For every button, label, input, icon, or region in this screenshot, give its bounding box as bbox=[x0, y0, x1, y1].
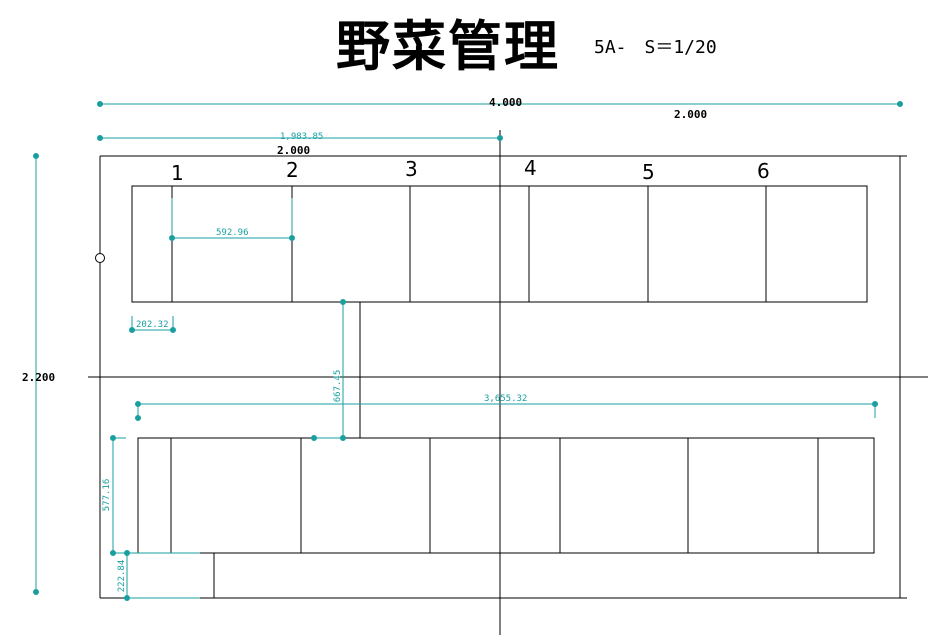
dim-top-row-span: 1,983.85 bbox=[280, 132, 323, 142]
column-number-2: 2 bbox=[286, 158, 299, 182]
dim-total-height: 2.200 bbox=[22, 371, 55, 384]
page-title: 野菜管理 bbox=[336, 15, 560, 78]
dimension-lines bbox=[33, 101, 903, 601]
column-number-5: 5 bbox=[642, 160, 655, 184]
top-row-beds bbox=[131, 185, 868, 303]
reference-circle-icon bbox=[95, 253, 105, 263]
dim-aisle-height: 667.45 bbox=[333, 370, 343, 403]
column-number-4: 4 bbox=[524, 156, 537, 180]
bottom-row-beds bbox=[137, 437, 875, 554]
center-axes bbox=[88, 130, 928, 635]
dim-left-gap: 202.32 bbox=[136, 320, 169, 330]
dim-bottom-row-height: 577.16 bbox=[102, 479, 112, 512]
scale-label: 5A- S＝1/20 bbox=[594, 37, 717, 58]
dim-half-width-left: 2.000 bbox=[277, 144, 310, 157]
column-number-3: 3 bbox=[405, 157, 418, 181]
dim-bottom-margin: 222.84 bbox=[117, 560, 127, 593]
dim-bottom-row-span: 3,655.32 bbox=[484, 394, 527, 404]
aisle-lines bbox=[213, 302, 361, 598]
dim-half-width-right: 2.000 bbox=[674, 108, 707, 121]
dim-cell-width: 592.96 bbox=[216, 228, 249, 238]
column-number-1: 1 bbox=[171, 161, 184, 185]
outer-frame bbox=[99, 155, 907, 599]
column-number-6: 6 bbox=[757, 159, 770, 183]
dim-total-width: 4.000 bbox=[489, 96, 522, 109]
